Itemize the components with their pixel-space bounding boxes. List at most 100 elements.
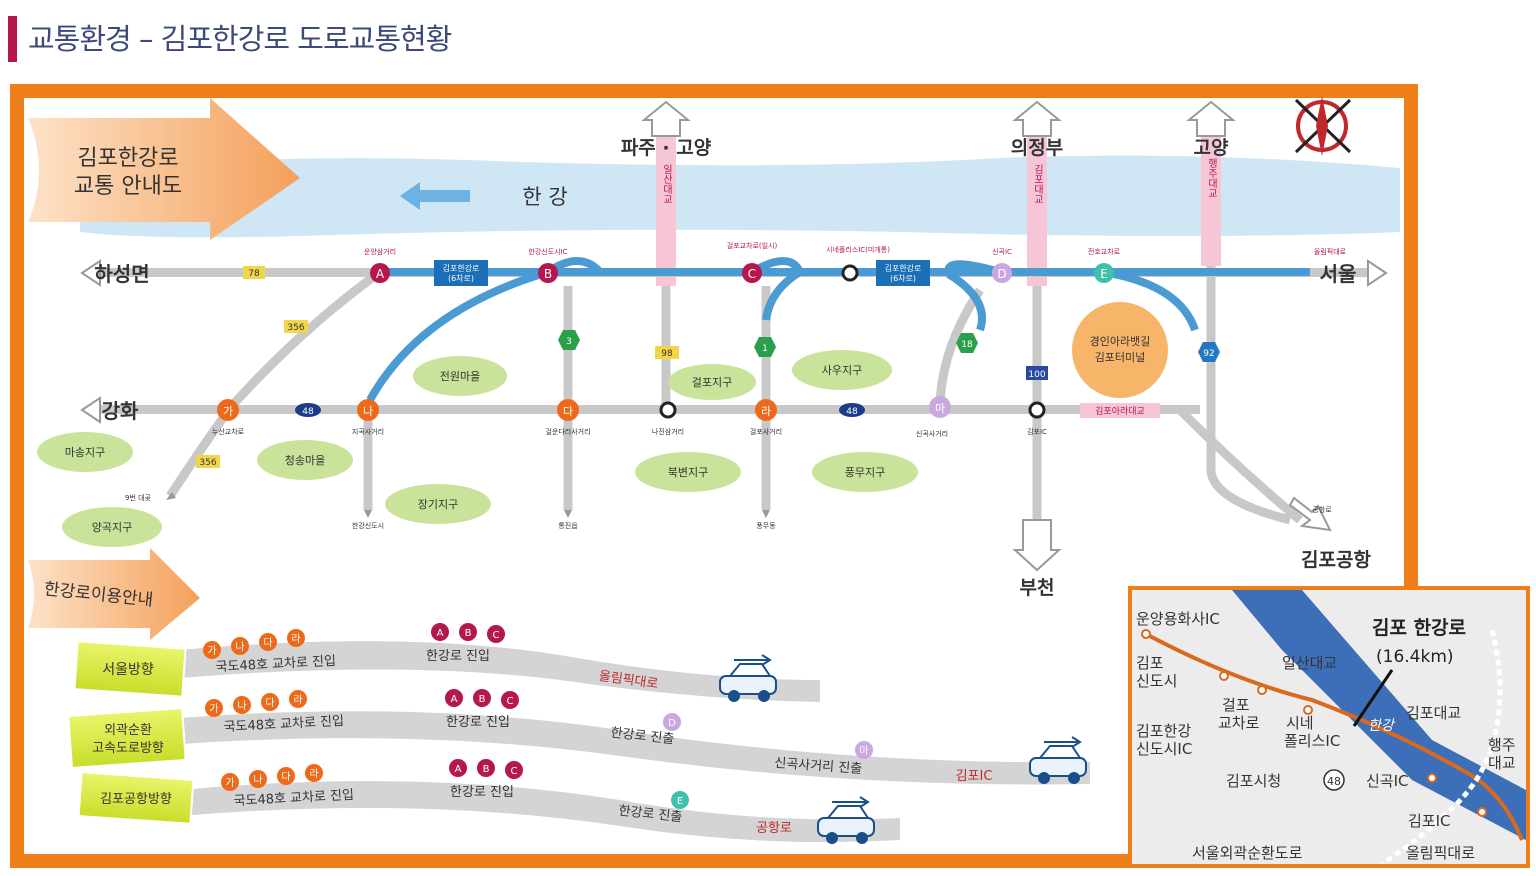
dir-seoul: 서울 <box>1320 262 1357 286</box>
dir-gimpo-airport: 김포공항 <box>1301 549 1371 571</box>
svg-text:A: A <box>451 694 458 705</box>
node-da: 다 <box>563 405 573 418</box>
inset-haengju2: 대교 <box>1488 754 1516 772</box>
dir-goyang: 고양 <box>1194 137 1229 159</box>
node-na: 나 <box>363 405 373 418</box>
car-icon <box>719 654 777 702</box>
ara-bridge-label: 김포아라대교 <box>1095 405 1145 417</box>
terminal-line2: 김포터미널 <box>1095 351 1146 364</box>
inset-olympic: 올림픽대로 <box>1406 844 1475 862</box>
dir-bucheon: 부천 <box>1020 577 1055 599</box>
ara-bridge-badge <box>1080 403 1160 418</box>
usage-ribbons <box>180 641 1090 843</box>
seoul-arrow <box>1367 259 1388 287</box>
inset-cine1: 시네 <box>1286 714 1314 732</box>
inset-river <box>1232 590 1526 840</box>
svg-text:B: B <box>479 694 486 705</box>
inset-gimpo-new2: 신도시 <box>1136 672 1177 690</box>
river-flow-arrow <box>400 182 470 210</box>
inset-river-label: 한강 <box>1368 718 1396 734</box>
svg-text:장기지구: 장기지구 <box>418 498 458 511</box>
inset-cityhall: 김포시청 <box>1226 772 1281 790</box>
inset-ilsan: 일산대교 <box>1282 654 1337 672</box>
inset-geolpo2: 교차로 <box>1218 714 1260 732</box>
row2-text4: 신곡사거리 진출 <box>774 756 863 777</box>
svg-text:풍무동: 풍무동 <box>756 522 776 530</box>
row3-text3: 한강로 진출 <box>618 804 683 826</box>
river-label: 한 강 <box>522 185 567 209</box>
haseong-arrow <box>80 259 101 287</box>
sign2-line2: (6차로) <box>890 274 916 283</box>
sign1-line2: (6차로) <box>448 274 474 283</box>
sign2-line1: 김포한강로 <box>885 263 922 273</box>
row1-text2: 한강로 진입 <box>426 649 490 664</box>
row1-sign: 서울방향 <box>102 662 154 678</box>
svg-text:98: 98 <box>661 349 673 359</box>
node-D: D <box>997 267 1006 281</box>
row3-text1: 국도48호 교차로 진입 <box>233 788 354 809</box>
inset-route48-badge <box>1323 769 1345 791</box>
svg-text:지곡사거리: 지곡사거리 <box>352 427 384 436</box>
inset-unyang: 운양용화사IC <box>1136 610 1220 628</box>
title-accent-bar <box>8 16 17 62</box>
row1-text1: 국도48호 교차로 진입 <box>215 654 336 675</box>
south-arrows <box>1012 496 1332 572</box>
inset-ring: 서울외곽순환도로 <box>1192 844 1303 862</box>
svg-text:가: 가 <box>207 645 216 657</box>
svg-text:3: 3 <box>566 337 572 347</box>
svg-text:100: 100 <box>1028 370 1045 380</box>
bridge-haengju-label: 행주대교 <box>1206 158 1218 198</box>
svg-text:다: 다 <box>281 771 290 783</box>
node-C: C <box>748 267 756 281</box>
south-labels: 한강신도시 통진읍 풍무동 9번 대곶 공항로 <box>125 493 1332 530</box>
inset-haengju1: 행주 <box>1488 736 1516 754</box>
svg-text:B: B <box>483 764 490 775</box>
car-icon <box>817 796 875 844</box>
car-icon <box>1029 736 1087 784</box>
svg-text:걸포지구: 걸포지구 <box>692 376 732 389</box>
inset-gimpo-new1: 김포 <box>1136 654 1164 672</box>
svg-text:공항로: 공항로 <box>1312 505 1332 514</box>
dir-haseong: 하성면 <box>94 262 149 286</box>
inset-nodes <box>1141 629 1487 817</box>
svg-text:나: 나 <box>235 641 244 653</box>
hangang-ro-sign-1 <box>434 260 488 286</box>
inset-length: (16.4km) <box>1376 647 1454 667</box>
node-E: E <box>1100 267 1108 281</box>
svg-text:누산교차로: 누산교차로 <box>212 427 245 436</box>
inset-hangang-ic2: 신도시IC <box>1136 740 1192 758</box>
route48-road <box>100 405 1200 414</box>
legend-arrow <box>28 98 300 240</box>
terminal-circle <box>1072 302 1168 398</box>
legend-title-line1: 김포한강로 <box>77 146 178 171</box>
south-small-arrows <box>166 492 770 518</box>
node-najin <box>659 401 677 419</box>
svg-text:걸포사거리: 걸포사거리 <box>750 427 782 436</box>
svg-text:9번 대곶: 9번 대곶 <box>125 493 152 502</box>
svg-text:78: 78 <box>248 269 260 279</box>
svg-text:사우지구: 사우지구 <box>822 364 862 377</box>
dir-paju-goyang: 파주 · 고양 <box>621 137 712 159</box>
node-A: A <box>376 267 385 281</box>
svg-text:신곡사거리: 신곡사거리 <box>916 429 948 438</box>
svg-text:356: 356 <box>287 323 304 333</box>
inset-geolpo1: 걸포 <box>1222 696 1250 714</box>
sign1-line1: 김포한강로 <box>443 263 480 273</box>
svg-text:나진삼거리: 나진삼거리 <box>652 427 684 436</box>
inset-gimpo-bridge: 김포대교 <box>1406 704 1461 722</box>
inset-map-svg: 운양용화사IC 김포 신도시 일산대교 걸포 교차로 김포한강 신도시IC 시네… <box>1136 590 1526 864</box>
svg-text:다: 다 <box>265 697 274 709</box>
row2-text3: 한강로 진출 <box>610 726 675 748</box>
row2-end: 김포IC <box>956 769 993 784</box>
row1-nodes: 가 나 다 라 A B C <box>203 623 505 659</box>
row2-sign-line2: 고속도로방향 <box>92 741 164 756</box>
svg-text:북변지구: 북변지구 <box>668 466 708 479</box>
node-B: B <box>544 267 552 281</box>
svg-text:한강신도시IC: 한강신도시IC <box>528 247 567 256</box>
svg-text:A: A <box>455 764 462 775</box>
route-badges: 78 356 3 98 1 18 92 100 48 48 356 <box>196 266 1220 468</box>
usage-signs <box>67 640 195 825</box>
svg-text:다: 다 <box>263 637 272 649</box>
node-ga: 가 <box>223 405 233 418</box>
